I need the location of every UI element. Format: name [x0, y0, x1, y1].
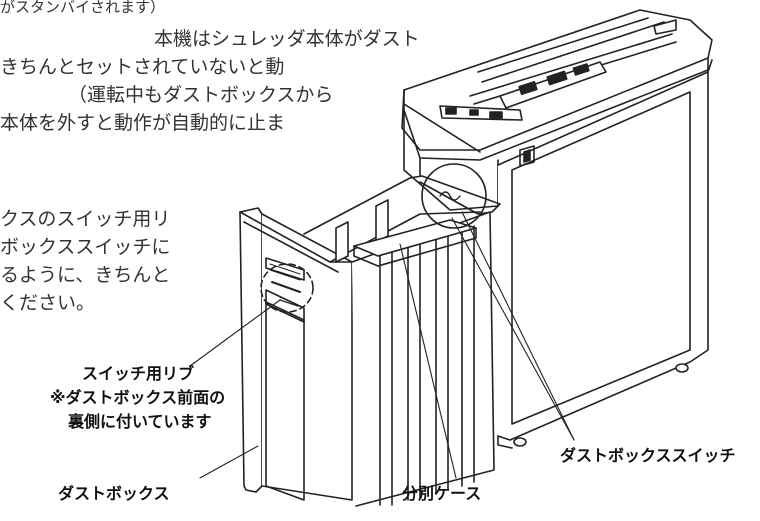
label-switch-rib-note-2: 裏側に付いています: [68, 412, 212, 431]
leader-separator-case: [399, 243, 457, 479]
rib-highlight-circle: [260, 263, 314, 313]
instruction-line-1: クスのスイッチ用リ: [0, 208, 171, 230]
intro-line-2: きちんとセットされていないと動: [0, 56, 285, 78]
instruction-line-4: ください。: [0, 292, 96, 314]
label-switch-rib: スイッチ用リブ: [82, 364, 195, 383]
switch-highlight-circle: [421, 163, 487, 229]
label-switch-rib-note-1: ※ダストボックス前面の: [50, 388, 226, 407]
instruction-line-3: るように、きちんと: [0, 264, 171, 286]
instruction-line-2: ボックススイッチに: [0, 236, 171, 258]
shredder-body: [401, 9, 713, 449]
leader-dust-box-switch: [451, 217, 575, 441]
label-dust-box-switch: ダストボックススイッチ: [560, 446, 736, 465]
dust-box: [239, 175, 501, 507]
intro-line-0: がスタンバイされます）: [0, 0, 166, 16]
intro-line-4: 本体を外すと動作が自動的に止ま: [0, 112, 286, 134]
intro-line-1: 本機はシュレッダ本体がダスト: [154, 28, 420, 50]
intro-line-3: （運転中もダストボックスから: [68, 84, 334, 106]
leader-dust-box: [199, 445, 259, 479]
label-separator-case: 分別ケース: [402, 484, 482, 503]
leader-switch-rib: [189, 299, 281, 367]
label-dust-box: ダストボックス: [58, 484, 170, 503]
